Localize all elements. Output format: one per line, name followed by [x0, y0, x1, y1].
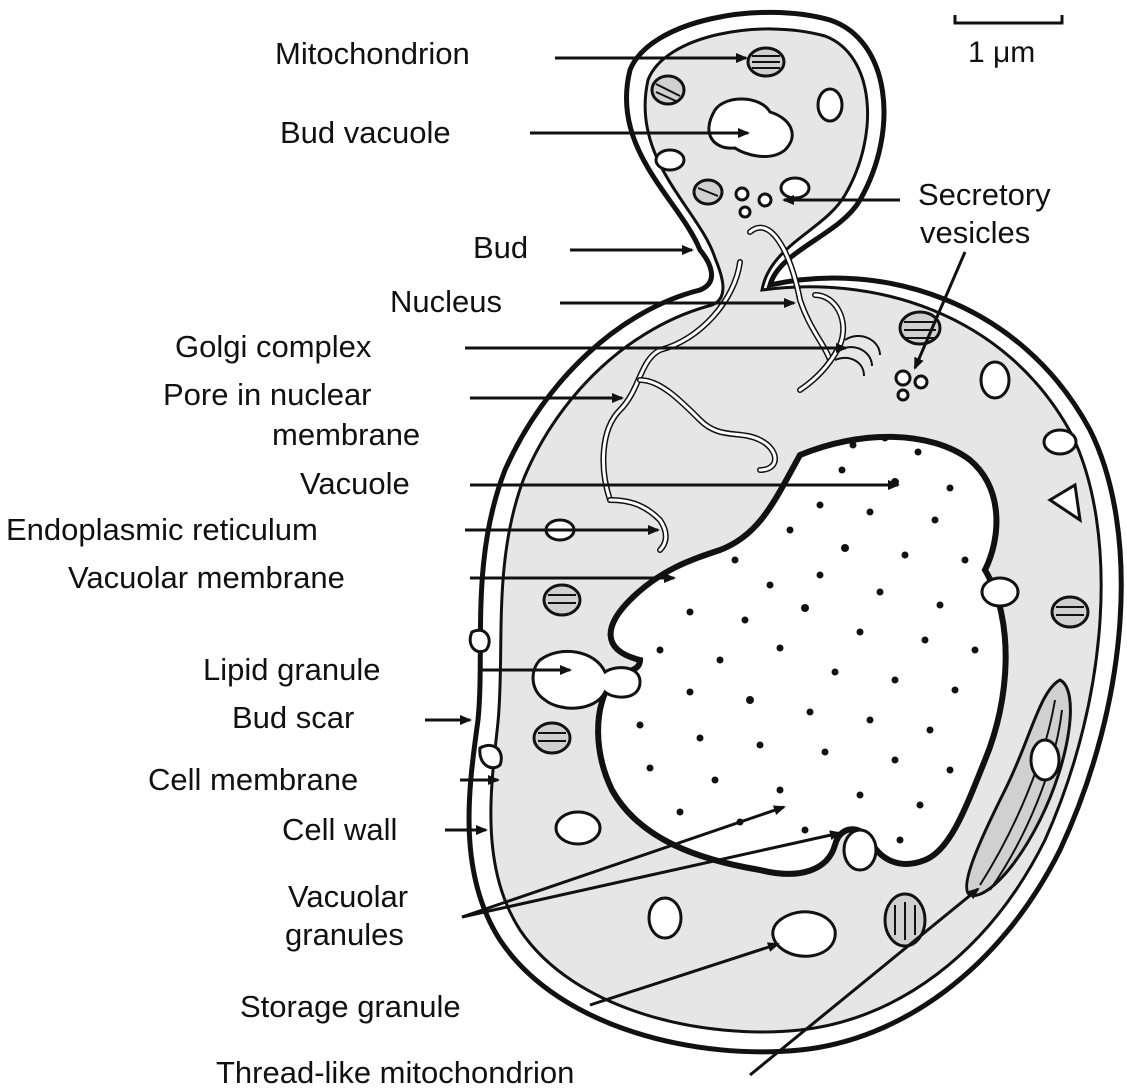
label-vacuolar-granules-2: granules	[285, 917, 404, 952]
label-pore-1: Pore in nuclear	[163, 377, 372, 412]
scale-bar-label: 1 μm	[968, 36, 1035, 69]
label-nucleus: Nucleus	[390, 284, 502, 319]
label-vacuolar-membrane: Vacuolar membrane	[68, 560, 345, 595]
mitochondrion-nucleus	[900, 312, 940, 344]
storage-granule	[773, 912, 835, 956]
label-cell-wall: Cell wall	[282, 812, 397, 847]
label-cell-membrane: Cell membrane	[148, 762, 358, 797]
label-vacuole: Vacuole	[300, 466, 410, 501]
label-bud-vacuole: Bud vacuole	[280, 115, 451, 150]
label-golgi-complex: Golgi complex	[175, 329, 372, 364]
label-lipid-granule: Lipid granule	[203, 652, 381, 687]
label-thread-like-mitochondrion: Thread-like mitochondrion	[216, 1055, 574, 1090]
mitochondrion-top	[748, 48, 784, 76]
label-vacuolar-granules-1: Vacuolar	[288, 879, 408, 914]
label-bud: Bud	[473, 230, 528, 265]
bud-scar	[480, 745, 501, 767]
label-secretory-vesicles-1: Secretory	[918, 177, 1051, 212]
mitochondrion-right	[1052, 597, 1088, 627]
label-bud-scar: Bud scar	[232, 700, 354, 735]
mitochondrion-left-low	[534, 723, 570, 753]
mitochondrion-left	[544, 585, 580, 615]
scale-bar: 1 μm	[955, 15, 1062, 69]
label-endoplasmic-reticulum: Endoplasmic reticulum	[6, 512, 318, 547]
cell-membrane-bump	[470, 630, 489, 651]
label-secretory-vesicles-2: vesicles	[920, 215, 1030, 250]
label-pore-2: membrane	[272, 417, 420, 452]
label-storage-granule: Storage granule	[240, 989, 461, 1024]
label-mitochondrion: Mitochondrion	[275, 36, 470, 71]
mitochondrion-bud-low	[694, 180, 722, 204]
mitochondrion-bud-left	[652, 76, 684, 104]
